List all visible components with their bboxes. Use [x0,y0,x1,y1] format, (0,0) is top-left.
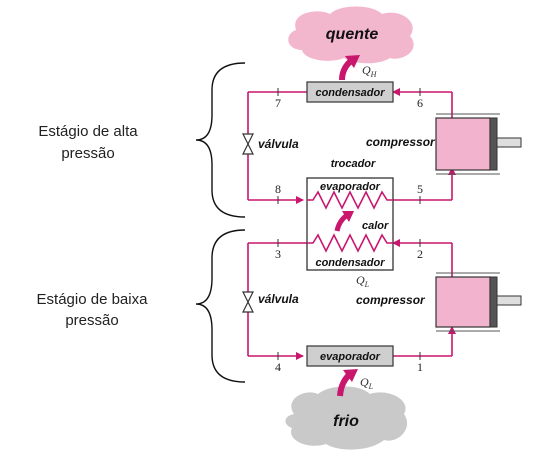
high-stage-label-line2: pressão [61,145,114,162]
low-valve-icon [242,291,254,313]
exchanger-heat-label: calor [362,220,389,232]
exchanger-condenser-coil [307,233,393,253]
low-stage-label-line2: pressão [65,312,118,329]
state-point-2: 2 [417,247,423,261]
exchanger-condenser-label: condensador [315,257,385,269]
state-point-3: 3 [275,247,281,261]
low-valve-label: válvula [258,292,299,306]
heat-exchanger-title: trocador [331,158,376,170]
state-point-7: 7 [275,96,281,110]
low-stage-label-line1: Estágio de baixa [37,291,149,308]
top-compressor-label: compressor [366,135,436,149]
high-valve-label: válvula [258,137,299,151]
hot-reservoir-cloud: quente [288,6,414,64]
top-compressor [435,113,522,175]
cold-label: frio [333,413,359,430]
top-condenser-box [306,81,394,103]
low-stage-loop [247,239,456,360]
ql-mid-label: QL [356,273,370,289]
bottom-compressor [435,272,522,332]
state-point-8: 8 [275,182,281,196]
cold-reservoir-cloud: frio [285,386,408,450]
hot-label: quente [326,26,379,43]
bottom-evaporator-label: evaporador [320,351,381,363]
state-point-4: 4 [275,360,281,374]
bottom-evaporator-box [306,345,394,367]
state-point-6: 6 [417,96,423,110]
exchanger-evaporator-coil [307,190,393,210]
qh-arrow [339,55,360,81]
top-condenser-label: condensador [315,87,385,99]
ql-bottom-label: QL [360,375,374,391]
state-point-ticks [277,88,421,360]
low-stage-brace [195,229,246,383]
exchanger-evaporator-label: evaporador [320,181,381,193]
state-point-5: 5 [417,182,423,196]
high-stage-brace [195,62,246,218]
qh-label: QH [362,63,378,79]
ql-bottom-arrow [337,369,358,397]
high-valve-icon [242,133,254,155]
high-stage-label-line1: Estágio de alta [38,123,138,140]
state-point-1: 1 [417,360,423,374]
bottom-compressor-label: compressor [356,293,426,307]
